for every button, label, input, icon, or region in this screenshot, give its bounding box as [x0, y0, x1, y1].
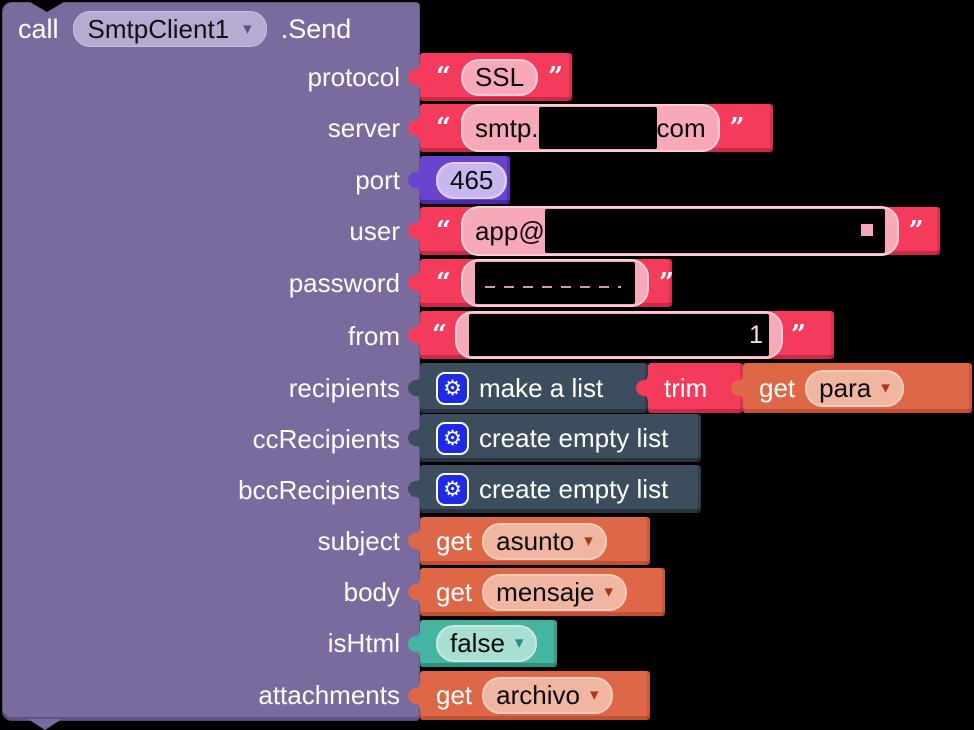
- boolean-dropdown[interactable]: false ▾: [436, 625, 538, 662]
- open-quote: “: [436, 268, 451, 298]
- mutator-gear-icon[interactable]: ⚙: [436, 472, 469, 506]
- close-quote: ”: [908, 216, 924, 246]
- variable-dropdown-mensaje[interactable]: mensaje ▾: [482, 573, 627, 611]
- text-block-protocol[interactable]: “ SSL ”: [408, 53, 572, 101]
- param-label-ccrecipients: ccRecipients: [252, 424, 400, 454]
- create-empty-list-block-cc[interactable]: ⚙ create empty list: [408, 414, 701, 462]
- text-block-from[interactable]: “ 1 ”: [408, 311, 834, 359]
- text-block-password[interactable]: “ ”: [408, 259, 674, 307]
- trim-label: trim: [664, 372, 708, 403]
- open-quote: “: [436, 216, 451, 246]
- get-variable-block-asunto[interactable]: get asunto ▾: [408, 517, 650, 565]
- trim-block[interactable]: trim: [636, 363, 743, 413]
- redaction-box: [538, 107, 657, 149]
- redaction-box: [544, 209, 885, 253]
- param-label-recipients: recipients: [288, 373, 400, 403]
- param-label-port: port: [355, 165, 400, 195]
- get-variable-block-para[interactable]: get para ▾: [731, 363, 972, 413]
- redaction-dashes: [484, 286, 621, 288]
- component-dropdown[interactable]: SmtpClient1 ▾: [72, 11, 267, 47]
- text-block-user[interactable]: “ app@ ”: [408, 206, 940, 256]
- redaction-gap: [860, 224, 873, 236]
- get-keyword: get: [436, 576, 473, 607]
- text-block-server[interactable]: “ smtp. com ”: [408, 104, 773, 152]
- param-label-password: password: [288, 268, 400, 298]
- port-value: 465: [450, 164, 494, 195]
- get-variable-block-archivo[interactable]: get archivo ▾: [408, 671, 650, 720]
- param-label-server: server: [327, 113, 400, 143]
- close-quote: ”: [790, 320, 806, 350]
- call-send-block[interactable]: call SmtpClient1 ▾ .Send: [2, 2, 420, 721]
- create-empty-list-label: create empty list: [479, 422, 669, 453]
- user-prefix: app@: [474, 215, 545, 246]
- param-label-attachments: attachments: [258, 680, 400, 710]
- close-quote: ”: [658, 268, 674, 298]
- redaction-box: 1: [468, 314, 769, 356]
- open-quote: “: [432, 320, 447, 350]
- previous-connector-notch: [30, 2, 64, 12]
- get-keyword: get: [436, 680, 473, 710]
- variable-dropdown-archivo[interactable]: archivo ▾: [482, 677, 613, 714]
- close-quote: ”: [729, 113, 745, 143]
- text-input-from[interactable]: 1: [454, 311, 783, 359]
- method-name: .Send: [280, 14, 352, 44]
- mutator-gear-icon[interactable]: ⚙: [436, 371, 469, 405]
- component-name: SmtpClient1: [87, 14, 230, 44]
- call-keyword: call: [18, 14, 59, 44]
- text-input-password[interactable]: [460, 259, 649, 307]
- number-input-port[interactable]: 465: [436, 161, 508, 199]
- text-input-user[interactable]: app@: [460, 206, 899, 256]
- text-input-server[interactable]: smtp. com: [460, 104, 720, 152]
- param-label-from: from: [348, 321, 400, 351]
- param-label-user: user: [349, 216, 400, 246]
- create-empty-list-label: create empty list: [479, 473, 669, 504]
- protocol-value: SSL: [474, 61, 525, 92]
- chevron-down-icon: ▾: [243, 18, 252, 39]
- param-label-bccrecipients: bccRecipients: [238, 475, 400, 505]
- open-quote: “: [436, 62, 451, 92]
- make-a-list-block[interactable]: ⚙ make a list: [408, 363, 648, 413]
- chevron-down-icon: ▾: [514, 633, 524, 653]
- from-visible-tail: 1: [749, 321, 763, 349]
- server-suffix: com: [656, 112, 706, 143]
- get-variable-block-mensaje[interactable]: get mensaje ▾: [408, 568, 665, 616]
- chevron-down-icon: ▾: [584, 530, 593, 551]
- variable-name: asunto: [496, 525, 575, 556]
- call-block-header: call SmtpClient1 ▾ .Send: [18, 11, 351, 47]
- variable-name: para: [819, 372, 872, 403]
- next-connector-tab: [28, 719, 62, 730]
- redaction-box: [474, 262, 635, 304]
- variable-dropdown-asunto[interactable]: asunto ▾: [482, 522, 607, 560]
- create-empty-list-block-bcc[interactable]: ⚙ create empty list: [408, 465, 701, 513]
- get-keyword: get: [436, 525, 473, 556]
- get-keyword: get: [759, 372, 796, 403]
- param-label-subject: subject: [317, 526, 400, 556]
- param-label-body: body: [343, 577, 400, 607]
- param-label-protocol: protocol: [307, 62, 401, 92]
- chevron-down-icon: ▾: [881, 377, 890, 398]
- variable-name: mensaje: [496, 576, 595, 607]
- open-quote: “: [436, 113, 451, 143]
- number-block-port[interactable]: 465: [408, 156, 510, 204]
- logic-false-block[interactable]: false ▾: [408, 620, 557, 667]
- boolean-value: false: [450, 628, 505, 658]
- mutator-gear-icon[interactable]: ⚙: [436, 421, 469, 455]
- variable-dropdown-para[interactable]: para ▾: [805, 369, 904, 407]
- variable-name: archivo: [496, 680, 580, 710]
- make-a-list-label: make a list: [479, 372, 604, 403]
- param-label-ishtml: isHtml: [327, 628, 400, 658]
- close-quote: ”: [548, 62, 564, 92]
- text-input-protocol[interactable]: SSL: [460, 58, 539, 96]
- chevron-down-icon: ▾: [589, 685, 599, 705]
- server-prefix: smtp.: [474, 112, 539, 143]
- chevron-down-icon: ▾: [604, 581, 613, 602]
